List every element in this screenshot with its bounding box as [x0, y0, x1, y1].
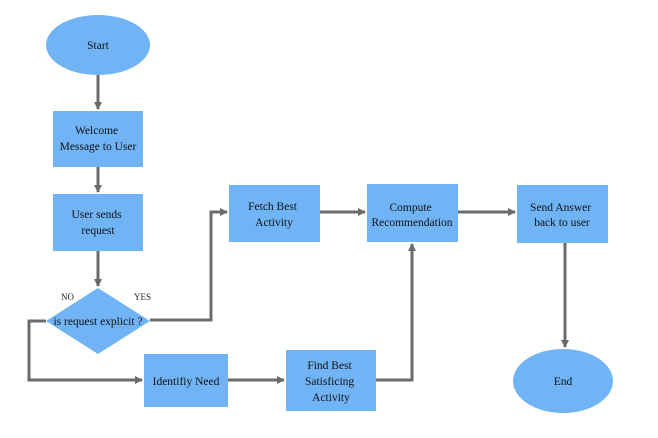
end-label-line-1: End: [554, 376, 573, 388]
decision-label: is request explicit ?: [53, 316, 142, 328]
user-sends-label: User sends request: [71, 209, 124, 237]
send-answer-node: [517, 185, 608, 243]
welcome-label-line-2: Message to User: [60, 141, 137, 153]
end-label: End: [554, 376, 573, 388]
nodes-layer: [46, 15, 613, 413]
find-best-label-line-2: Satisficing: [305, 376, 354, 388]
edge-decision-to-identify: [27, 319, 143, 384]
fetch-best-label-line-1: Fetch Best: [248, 201, 298, 213]
find-best-node: [286, 350, 376, 411]
welcome-label: Welcome Message to User: [60, 125, 137, 153]
compute-label-line-1: Compute: [389, 202, 431, 214]
labels-layer: Start Welcome Message to User User sends…: [53, 40, 594, 404]
identify-label-line-1: Identifiy Need: [153, 376, 220, 388]
find-best-label: Find Best Satisficing Activity: [305, 360, 357, 404]
edges-layer: [27, 75, 569, 384]
decision-label-line-1: is request explicit ?: [53, 316, 142, 328]
fetch-best-node: [229, 185, 320, 242]
edge-find-best-to-compute: [376, 243, 416, 382]
start-label-line-1: Start: [87, 40, 110, 52]
find-best-label-line-1: Find Best: [307, 360, 352, 372]
fetch-best-label-line-2: Activity: [255, 217, 293, 229]
compute-label-line-2: Recommendation: [371, 217, 452, 229]
send-answer-label-line-1: Send Answer: [530, 202, 591, 214]
user-sends-label-line-1: User sends: [71, 209, 122, 221]
compute-node: [367, 184, 458, 242]
user-sends-label-line-2: request: [81, 225, 115, 237]
welcome-label-line-1: Welcome: [75, 125, 118, 137]
send-answer-label: Send Answer back to user: [530, 202, 594, 229]
end-node: [513, 349, 613, 413]
welcome-node: [53, 111, 143, 167]
start-label: Start: [87, 40, 110, 52]
branch-label-yes: YES: [134, 292, 151, 302]
user-sends-node: [53, 194, 143, 251]
branch-label-no: NO: [61, 292, 74, 302]
compute-label: Compute Recommendation: [371, 202, 452, 229]
find-best-label-line-3: Activity: [312, 392, 350, 404]
identify-node: [144, 354, 228, 407]
decision-node: [46, 288, 150, 354]
identify-label: Identifiy Need: [153, 376, 220, 388]
send-answer-label-line-2: back to user: [534, 217, 590, 229]
fetch-best-label: Fetch Best Activity: [248, 201, 300, 229]
start-node: [46, 15, 150, 75]
edge-decision-to-fetch-best: [150, 208, 228, 322]
